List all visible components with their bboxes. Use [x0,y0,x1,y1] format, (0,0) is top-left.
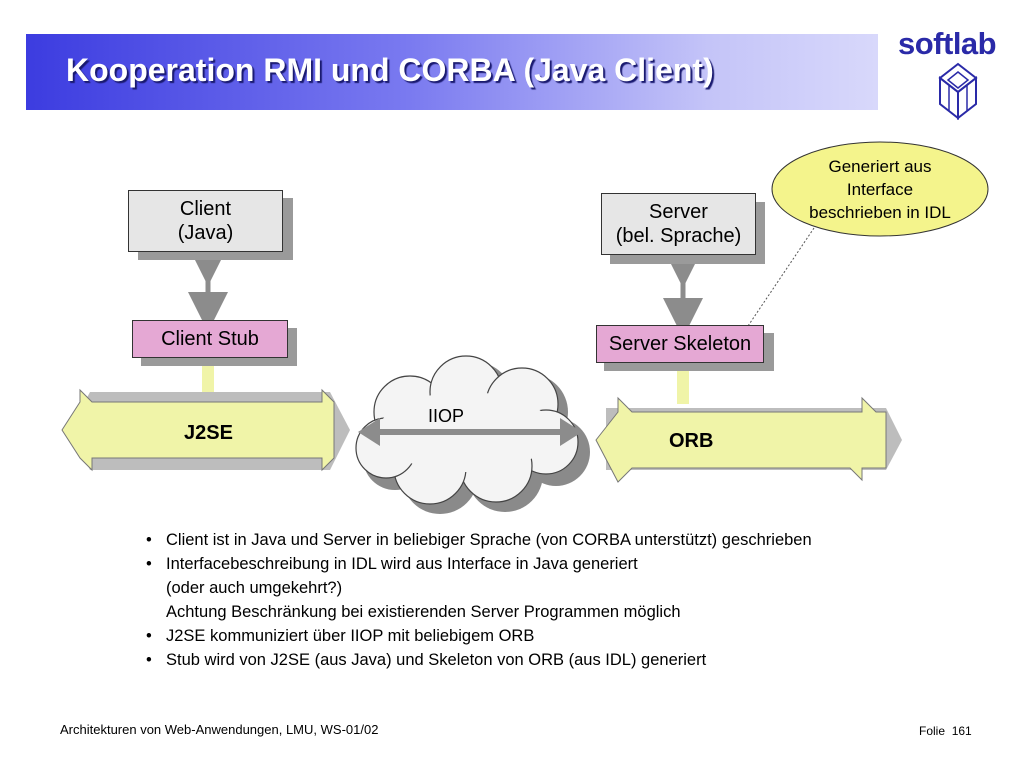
bullet-text: J2SE kommuniziert über IIOP mit beliebig… [166,627,535,645]
iiop-arrow-left-head [358,418,380,446]
j2se-label: J2SE [184,422,233,444]
bullet-item: • J2SE kommuniziert über IIOP mit belieb… [142,624,812,648]
client-sub-label: (Java) [177,222,234,244]
orb-label: ORB [669,430,714,452]
client-stub-label: Client Stub [161,328,259,350]
callout-line-1: Generiert aus [828,157,932,176]
bullet-list: • Client ist in Java und Server in belie… [142,528,812,672]
bullet-item: • Interfacebeschreibung in IDL wird aus … [142,552,812,576]
title-bar: Kooperation RMI und CORBA (Java Client) [26,34,878,110]
callout-text: Generiert aus Interface beschrieben in I… [776,155,984,224]
callout-ellipse [771,141,989,237]
bullet-dot: • [146,651,152,669]
client-box: Client (Java) [128,190,283,252]
bullet-dot: • [146,627,152,645]
footer-page-number: Folie 161 [919,724,972,738]
callout-line-3: beschrieben in IDL [809,203,951,222]
bullet-item: • Client ist in Java und Server in belie… [142,528,812,552]
server-skeleton-box: Server Skeleton [596,325,764,363]
bullet-text: Client ist in Java und Server in beliebi… [166,531,812,549]
footer-course: Architekturen von Web-Anwendungen, LMU, … [60,722,379,737]
bullet-continuation: Achtung Beschränkung bei existierenden S… [166,603,681,621]
server-skeleton-label: Server Skeleton [608,333,752,355]
server-sub-label: (bel. Sprache) [615,225,742,247]
iiop-arrow-right-head [560,418,582,446]
bullet-text: Stub wird von J2SE (aus Java) und Skelet… [166,651,707,669]
server-label: Server [649,201,708,223]
folie-label: Folie [919,724,946,738]
skeleton-bus-connector [677,366,689,404]
bullet-item: • Stub wird von J2SE (aus Java) und Skel… [142,648,812,672]
softlab-logo-text: softlab [898,26,997,61]
slide-title: Kooperation RMI und CORBA (Java Client) [66,52,714,88]
callout-line-2: Interface [846,180,914,199]
bullet-continuation: (oder auch umgekehrt?) [166,579,343,597]
server-box: Server (bel. Sprache) [601,193,756,255]
bullet-dot: • [146,531,152,549]
page-number: 161 [951,724,972,738]
client-label: Client [179,198,232,220]
client-stub-box: Client Stub [132,320,288,358]
bullet-text: Interfacebeschreibung in IDL wird aus In… [166,555,638,573]
orb-bus [595,396,887,483]
softlab-cube-icon [938,62,978,120]
j2se-bus [61,388,335,472]
bullet-dot: • [146,555,152,573]
iiop-label: IIOP [428,406,465,426]
